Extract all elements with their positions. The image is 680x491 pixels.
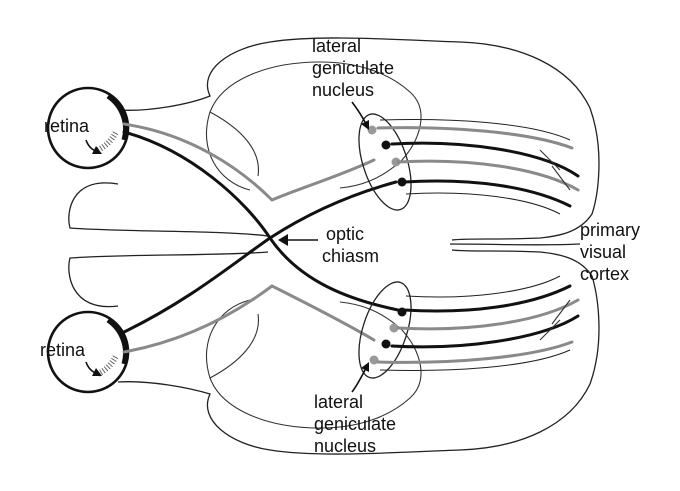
lower-temporal-fold — [209, 313, 259, 379]
lgn-bottom — [358, 281, 412, 379]
label-cortex-3: cortex — [580, 264, 629, 284]
midline-fissure — [449, 243, 581, 246]
label-optic-chiasm-1: optic — [326, 224, 364, 244]
lower-hemisphere-outline — [68, 249, 600, 455]
label-arrows — [85, 101, 369, 393]
label-retina-top: retina — [44, 116, 90, 136]
labels: retina retina lateral geniculate nucleus… — [40, 36, 640, 456]
label-lgn-top-2: geniculate — [312, 58, 394, 78]
label-retina-bottom: retina — [40, 340, 86, 360]
lower-temporal-lobe — [205, 299, 422, 429]
upper-temporal-lobe — [205, 61, 422, 191]
eye-top — [46, 86, 130, 170]
label-optic-chiasm-2: chiasm — [322, 246, 379, 266]
optic-radiations-bottom — [376, 275, 580, 371]
label-lgn-bottom-2: geniculate — [314, 414, 396, 434]
brain-outline — [68, 37, 600, 455]
label-cortex-1: primary — [580, 220, 640, 240]
label-lgn-top-3: nucleus — [312, 80, 374, 100]
upper-temporal-fold — [209, 111, 259, 177]
uncrossed-fiber-top — [122, 122, 376, 202]
optic-pathways — [122, 122, 400, 354]
arrow-lgn-bottom — [351, 367, 367, 393]
temporal-lobes — [205, 61, 422, 429]
optic-radiations-top — [376, 119, 580, 215]
upper-hemisphere-outline — [68, 37, 600, 241]
crossing-fiber-bottom-to-top — [122, 180, 398, 334]
label-lgn-top-1: lateral — [312, 36, 361, 56]
uncrossed-fiber-bottom — [122, 284, 376, 354]
label-lgn-bottom-3: nucleus — [314, 436, 376, 456]
label-cortex-2: visual — [580, 242, 626, 262]
label-lgn-bottom-1: lateral — [314, 392, 363, 412]
crossing-fiber-top-to-bottom — [122, 130, 400, 312]
lgn-top — [358, 113, 412, 211]
arrow-lgn-top — [351, 101, 367, 125]
